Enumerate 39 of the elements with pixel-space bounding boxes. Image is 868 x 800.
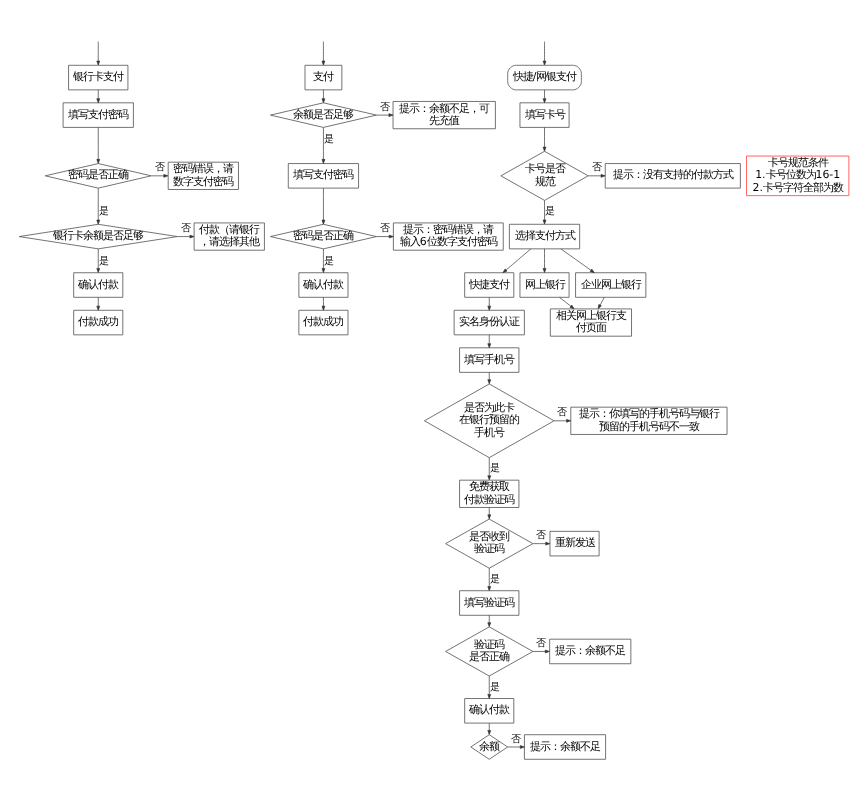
arrow (487, 334, 491, 349)
arrow (560, 248, 595, 273)
arrow (96, 89, 101, 104)
arrow (321, 127, 326, 164)
arrow (532, 649, 550, 654)
arrow (321, 41, 326, 66)
arrow (502, 248, 532, 273)
arrow (487, 615, 491, 628)
arrow (487, 675, 491, 699)
arrow (542, 89, 547, 104)
arrow (151, 174, 169, 178)
arrow (542, 41, 547, 66)
arrow (96, 127, 101, 164)
arrow (507, 745, 525, 749)
arrow (588, 174, 606, 178)
arrow (376, 234, 394, 239)
arrow (487, 567, 491, 591)
arrow (96, 248, 101, 273)
arrow (96, 297, 101, 311)
arrow (542, 200, 547, 225)
arrow (487, 457, 491, 481)
arrow (487, 297, 491, 311)
arrow (559, 297, 575, 310)
arrow (542, 127, 547, 152)
arrow (177, 234, 195, 239)
arrow (321, 187, 326, 225)
arrow (487, 507, 491, 520)
arrow (597, 297, 605, 310)
arrow (532, 541, 551, 546)
arrow (321, 297, 326, 311)
arrow (96, 41, 101, 66)
arrow (553, 419, 572, 423)
arrow (96, 187, 101, 225)
arrow (487, 722, 491, 735)
arrow (542, 248, 547, 273)
arrow (321, 248, 326, 273)
arrow (487, 372, 491, 385)
arrow (376, 113, 394, 117)
arrow (321, 89, 326, 104)
